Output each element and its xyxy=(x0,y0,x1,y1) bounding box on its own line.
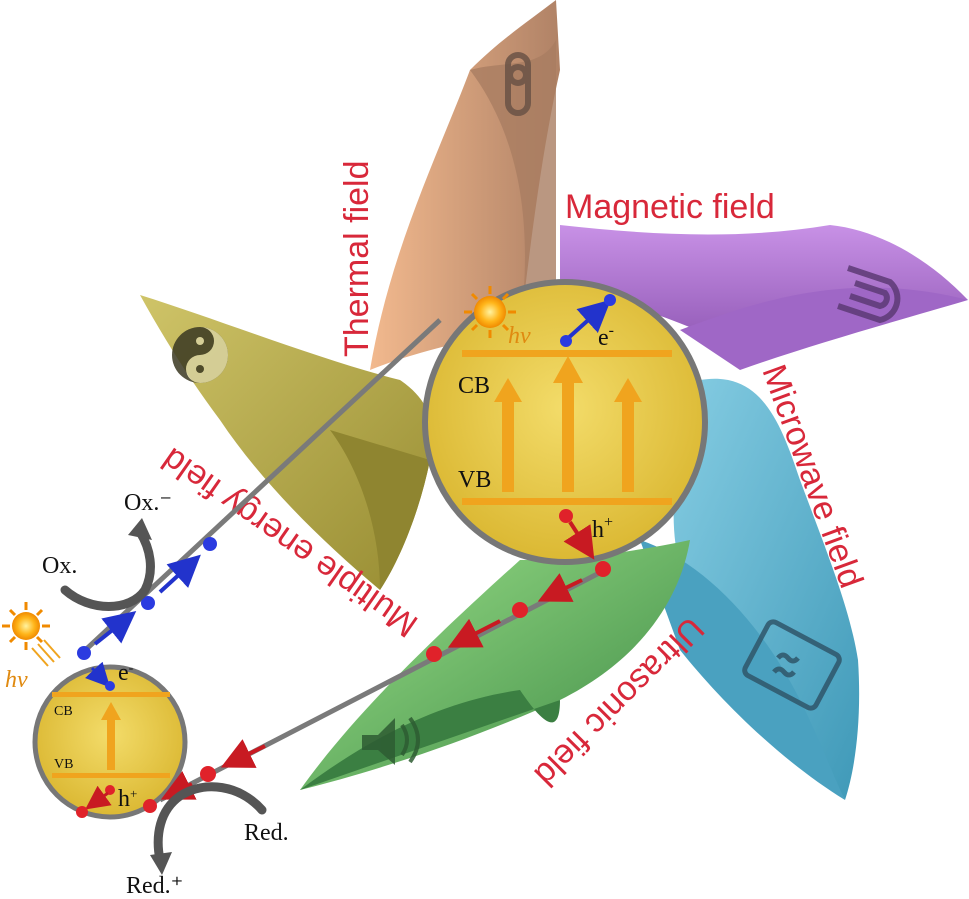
small-hole-label: h+ xyxy=(118,786,137,812)
petal-ultrasonic xyxy=(300,540,690,790)
ox-minus-label: Ox.⁻ xyxy=(124,490,172,516)
petal-thermal xyxy=(370,0,560,370)
thermal-field-label: Thermal field xyxy=(338,160,376,357)
electron-transfer-path xyxy=(77,537,217,660)
cb-label: CB xyxy=(458,373,490,399)
cb-band xyxy=(462,350,672,357)
small-semiconductor-particle: CB VB e- h+ xyxy=(32,660,188,820)
magnet-icon xyxy=(837,265,901,324)
vb-band xyxy=(462,498,672,505)
electron-dot xyxy=(560,335,572,347)
hole-dot xyxy=(559,509,573,523)
speaker-icon xyxy=(362,716,420,765)
excitation-arrows xyxy=(494,356,642,492)
electron-label: e- xyxy=(598,322,614,351)
red-plus-label: Red.⁺ xyxy=(126,873,183,899)
thermometer-icon xyxy=(505,52,531,116)
small-cb-label: CB xyxy=(54,704,73,719)
sun-icon xyxy=(464,286,516,338)
small-hv-label: hν xyxy=(5,667,28,693)
large-semiconductor-particle: CB VB hν e- h+ xyxy=(422,279,708,565)
yin-yang-icon xyxy=(172,327,228,383)
sun-icon xyxy=(2,602,61,667)
small-electron-label: e- xyxy=(118,660,134,686)
red-label: Red. xyxy=(244,820,289,846)
reduction-curve-arrow xyxy=(150,782,267,875)
electron-dot xyxy=(604,294,616,306)
vb-label: VB xyxy=(458,467,491,493)
hv-label: hν xyxy=(508,323,531,349)
hole-label: h+ xyxy=(592,514,613,543)
small-vb-label: VB xyxy=(54,757,73,772)
ox-label: Ox. xyxy=(42,553,77,579)
hole-transfer-path xyxy=(76,561,611,818)
magnetic-field-label: Magnetic field xyxy=(565,188,775,226)
oxidation-curve-arrow xyxy=(60,518,155,611)
microwave-icon xyxy=(742,619,842,711)
